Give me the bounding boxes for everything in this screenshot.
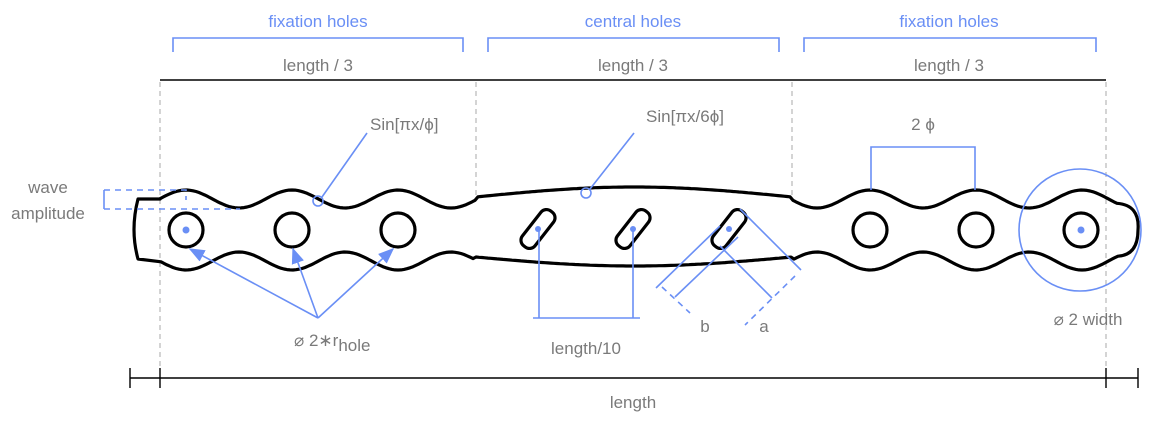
hole-spacing-label: 2 ϕ xyxy=(911,115,935,134)
wave-amplitude-marker: wave amplitude xyxy=(11,178,240,223)
bracket-fixation-right xyxy=(803,37,1097,52)
bracket-fixation-left xyxy=(172,37,464,52)
length-third-1: length / 3 xyxy=(283,56,353,75)
bracket-central xyxy=(487,37,780,52)
end-diameter-callout: ⌀ 2 width xyxy=(1018,168,1142,329)
length-third-2: length / 3 xyxy=(598,56,668,75)
total-length-label: length xyxy=(610,393,656,412)
label-central-holes: central holes xyxy=(585,12,681,31)
plate-outline xyxy=(132,185,1140,272)
slot-spacing-label: length/10 xyxy=(551,339,621,358)
slot-b-label: b xyxy=(700,317,709,336)
sine-callouts: Sin[πx/ϕ] Sin[πx/6ϕ] xyxy=(312,107,724,207)
fixation-holes xyxy=(167,211,1100,249)
total-length-dimension: length xyxy=(129,368,1139,412)
hole-diameter-label: ⌀ 2∗rhole xyxy=(294,331,370,355)
wave-amplitude-line2: amplitude xyxy=(11,204,85,223)
length-third-3: length / 3 xyxy=(914,56,984,75)
slot-spacing-dimension: length/10 xyxy=(533,229,640,358)
label-fixation-holes-left: fixation holes xyxy=(268,12,367,31)
wave-amplitude-line1: wave xyxy=(27,178,68,197)
section-brackets: fixation holes central holes fixation ho… xyxy=(172,12,1097,52)
slot-a-label: a xyxy=(759,317,769,336)
slot-ab-dimension: b a xyxy=(655,208,802,336)
guide-lines xyxy=(159,82,1107,372)
hole-diameter-callout: ⌀ 2∗rhole xyxy=(188,247,395,355)
hole-spacing-dimension: 2 ϕ xyxy=(870,115,976,190)
label-fixation-holes-right: fixation holes xyxy=(899,12,998,31)
wave-fixation-formula: Sin[πx/ϕ] xyxy=(370,115,439,134)
wave-central-formula: Sin[πx/6ϕ] xyxy=(646,107,724,126)
end-diameter-label: ⌀ 2 width xyxy=(1054,310,1123,329)
